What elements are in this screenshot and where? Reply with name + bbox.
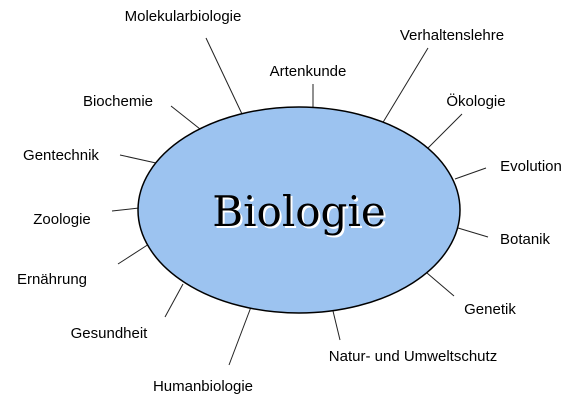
topic-molekularbiologie: Molekularbiologie	[125, 8, 242, 25]
spoke-zoologie	[111, 207, 140, 212]
topic-ernaehrung: Ernährung	[17, 271, 87, 288]
topic-gentechnik: Gentechnik	[23, 147, 99, 164]
topic-artenkunde: Artenkunde	[270, 63, 347, 80]
spoke-gesundheit	[164, 283, 184, 318]
spoke-botanik	[457, 227, 489, 238]
spoke-molekularbiologie	[205, 37, 243, 115]
center-label-shadow: Biologie	[214, 189, 387, 238]
spoke-gentechnik	[119, 154, 157, 164]
center-label: Biologie	[212, 187, 385, 236]
spoke-natur-umweltschutz	[332, 310, 341, 341]
topic-humanbiologie: Humanbiologie	[153, 378, 253, 395]
center-ellipse	[137, 106, 461, 314]
spoke-humanbiologie	[228, 306, 252, 366]
topic-natur-umweltschutz: Natur- und Umweltschutz	[329, 348, 497, 365]
topic-oekologie: Ökologie	[446, 92, 505, 110]
spoke-verhaltenslehre	[381, 47, 429, 125]
spoke-genetik	[426, 272, 455, 297]
topic-evolution: Evolution	[500, 158, 562, 175]
spoke-evolution	[454, 167, 487, 180]
topic-zoologie: Zoologie	[33, 211, 91, 228]
topic-labels: Molekularbiologie Artenkunde Verhaltensl…	[17, 8, 562, 395]
spoke-ernaehrung	[117, 243, 150, 265]
topic-biochemie: Biochemie	[83, 93, 153, 110]
topic-genetik: Genetik	[464, 301, 516, 318]
topic-verhaltenslehre: Verhaltenslehre	[400, 27, 504, 44]
topic-gesundheit: Gesundheit	[71, 325, 149, 342]
topic-botanik: Botanik	[500, 231, 551, 248]
spokes	[111, 37, 489, 366]
spoke-biochemie	[170, 105, 201, 130]
spoke-oekologie	[427, 113, 463, 149]
